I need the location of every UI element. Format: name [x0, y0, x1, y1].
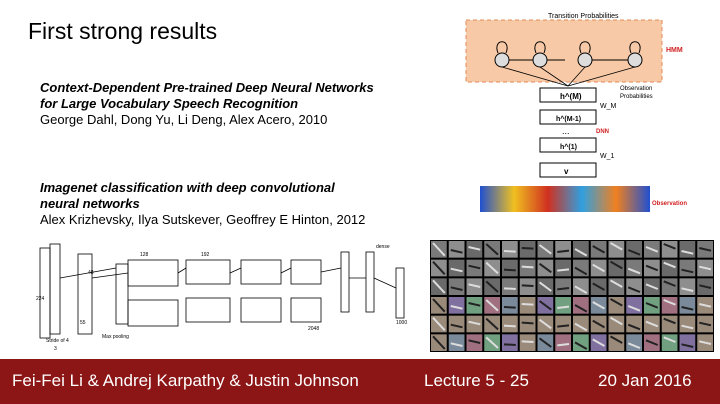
filter-tile — [502, 297, 518, 314]
layer-h1 — [539, 137, 597, 153]
layer-hM-label: h^(M) — [560, 92, 582, 101]
filter-tile — [555, 241, 571, 258]
observation-arrows — [501, 66, 636, 87]
paper-2: Imagenet classification with deep convol… — [40, 180, 365, 228]
weight-w1-label: W_1 — [600, 153, 615, 160]
conv-filters-grid — [430, 240, 714, 352]
layer-v-label: v — [564, 167, 569, 176]
footer-authors: Fei-Fei Li & Andrej Karpathy & Justin Jo… — [12, 371, 359, 390]
dim-2048: 2048 — [308, 326, 319, 332]
dim-3: 3 — [54, 346, 57, 352]
layer-v — [539, 162, 597, 178]
filter-tile — [555, 297, 571, 314]
filter-tile — [555, 278, 571, 295]
dim-192: 192 — [201, 252, 210, 258]
paper-1: Context-Dependent Pre-trained Deep Neura… — [40, 80, 374, 128]
filter-tile — [502, 334, 518, 351]
paper-2-authors: Alex Krizhevsky, Ilya Sutskever, Geoffre… — [40, 212, 366, 227]
layer-dots: ... — [562, 126, 570, 136]
filter-tile — [502, 241, 518, 258]
alexnet-diagram: 224 48 128 192 2048 1000 dense Max pooli… — [36, 243, 407, 352]
dense-label: dense — [376, 244, 390, 250]
filter-tile — [502, 259, 518, 277]
stride-label: Stride of 4 — [46, 338, 69, 344]
dim-128: 128 — [140, 252, 149, 258]
footer-date: 20 Jan 2016 — [598, 371, 692, 390]
filter-tile — [502, 278, 518, 295]
paper-1-authors: George Dahl, Dong Yu, Li Deng, Alex Acer… — [40, 112, 328, 127]
footer: Fei-Fei Li & Andrej Karpathy & Justin Jo… — [0, 359, 720, 404]
hmm-dnn-diagram: Transition Probabilities HMM Observation… — [465, 13, 687, 212]
filter-tile — [448, 278, 465, 295]
layer-h1-label: h^(1) — [560, 143, 577, 151]
paper-2-title-line2: neural networks — [40, 196, 140, 211]
filter-tile — [555, 315, 571, 333]
filter-tile — [555, 334, 571, 351]
filter-tile — [448, 297, 465, 314]
filter-tile — [679, 334, 696, 351]
dim-48: 48 — [88, 270, 94, 276]
paper-1-title-line1: Context-Dependent Pre-trained Deep Neura… — [40, 80, 374, 95]
filter-tile — [448, 334, 465, 351]
filter-tile — [448, 315, 465, 333]
dim-224: 224 — [36, 296, 45, 302]
filter-tile — [448, 259, 465, 277]
filter-tile — [679, 259, 696, 277]
dim-55: 55 — [80, 320, 86, 326]
filter-tile — [502, 315, 518, 333]
layer-hM — [539, 87, 597, 103]
hmm-label: HMM — [666, 47, 683, 54]
paper-2-title-line1: Imagenet classification with deep convol… — [40, 180, 335, 195]
filter-tile — [679, 241, 696, 258]
dim-1000: 1000 — [396, 320, 407, 326]
max-pooling-label: Max pooling — [102, 334, 129, 340]
filter-tile — [679, 315, 696, 333]
footer-lecture: Lecture 5 - 25 — [424, 371, 529, 390]
dnn-label: DNN — [596, 129, 609, 135]
filter-tile — [448, 241, 465, 258]
paper-1-title-line2: for Large Vocabulary Speech Recognition — [40, 96, 299, 111]
filter-tile — [555, 259, 571, 277]
slide-title: First strong results — [28, 18, 218, 44]
weight-wm-label: W_M — [600, 103, 617, 110]
hmm-box — [465, 19, 663, 83]
observation-label: Observation — [652, 201, 687, 207]
observation-probabilities-label-1: Observation — [620, 86, 652, 92]
filter-tile — [679, 297, 696, 314]
observation-probabilities-label-2: Probabilities — [620, 94, 653, 100]
transition-probabilities-label: Transition Probabilities — [548, 13, 619, 20]
layer-hM1 — [539, 109, 597, 125]
hmm-states — [494, 41, 643, 68]
filter-tile — [679, 278, 696, 295]
layer-hM1-label: h^(M-1) — [556, 115, 581, 123]
spectrogram — [480, 186, 650, 212]
